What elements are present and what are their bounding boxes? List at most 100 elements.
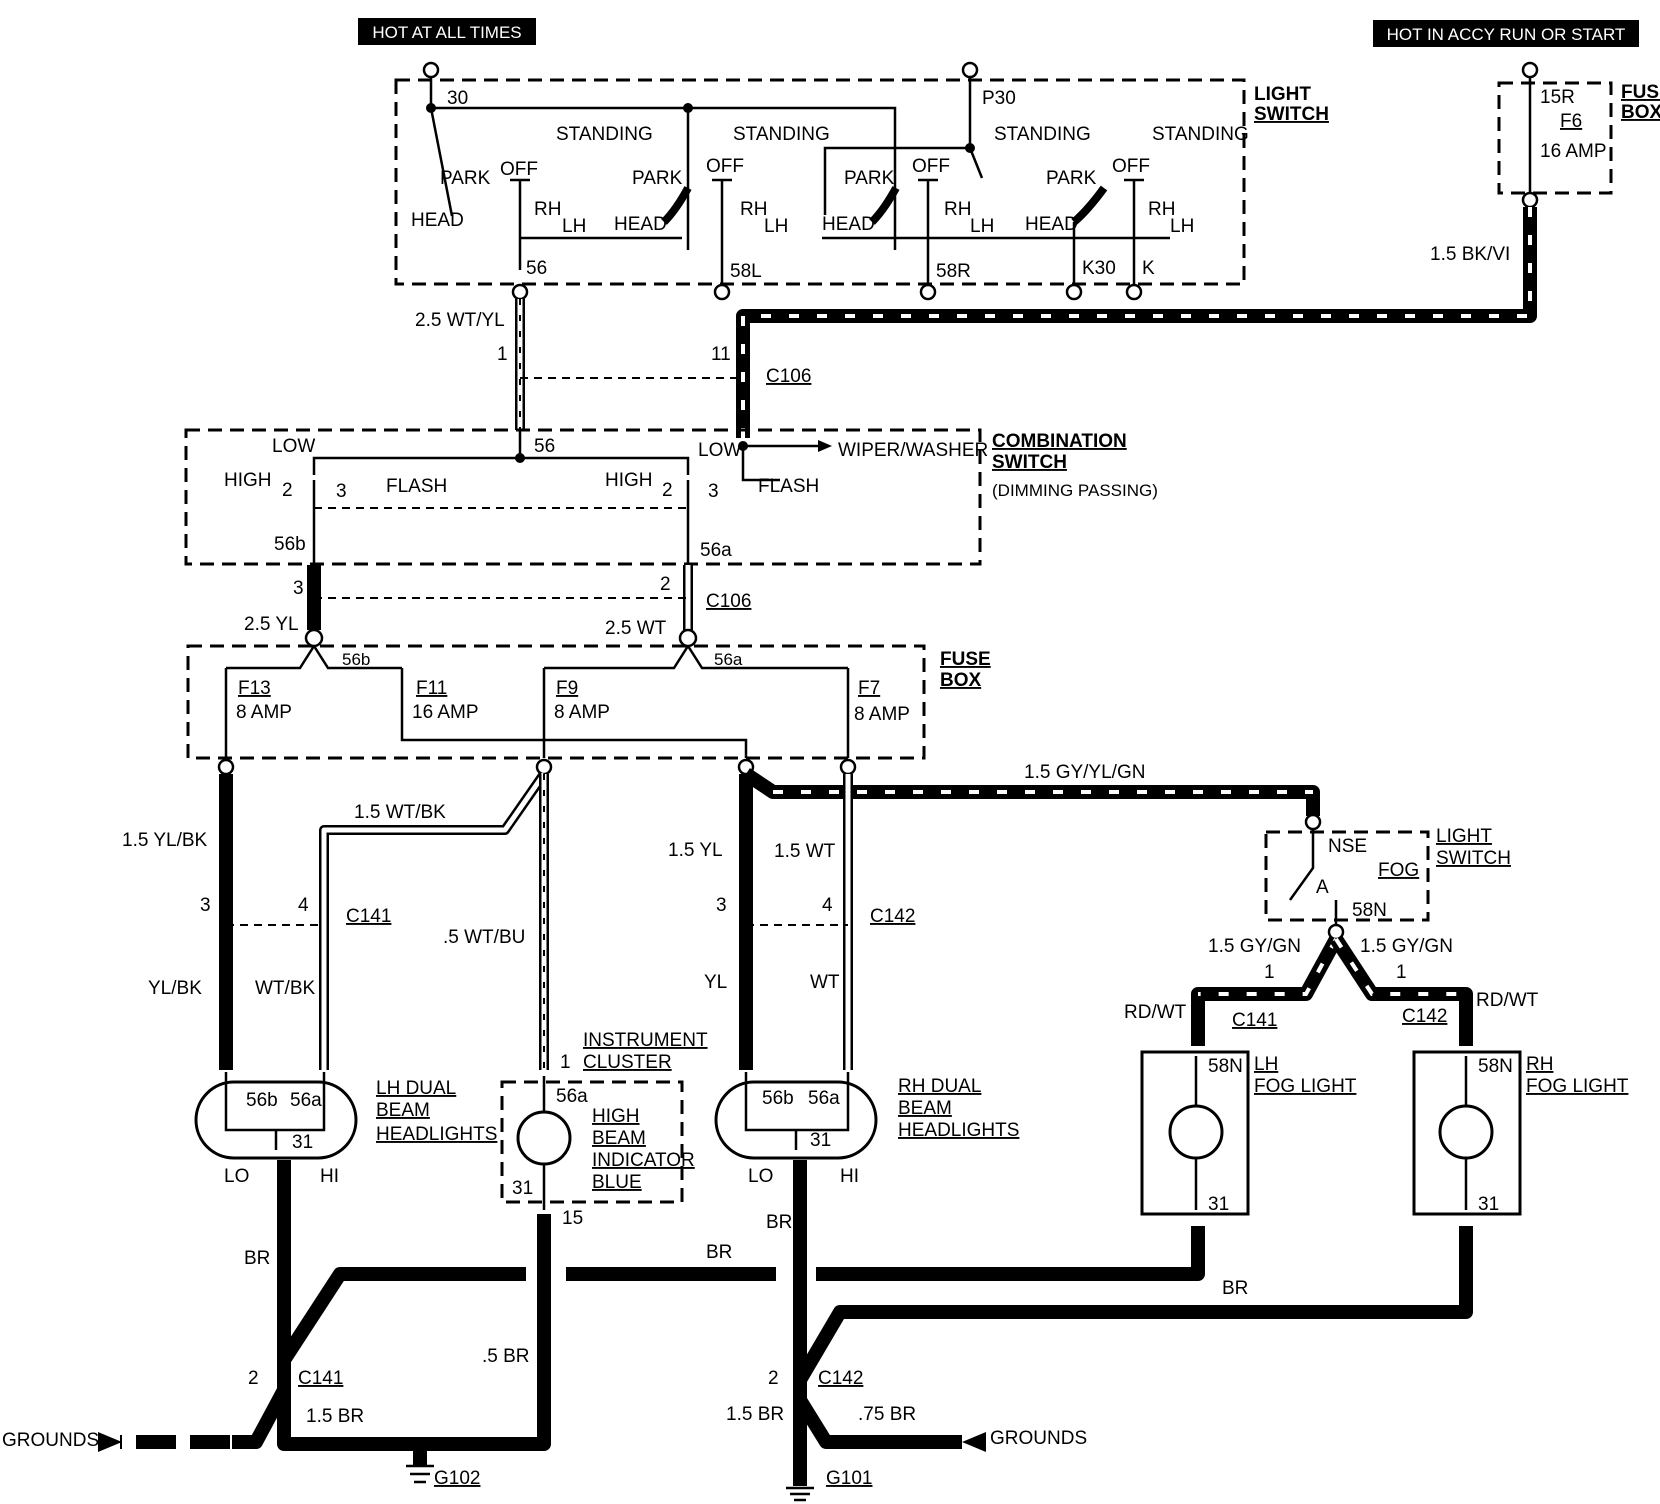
svg-text:2.5 WT/YL: 2.5 WT/YL — [415, 310, 505, 331]
svg-text:OFF: OFF — [1112, 156, 1150, 177]
svg-text:4: 4 — [298, 895, 309, 916]
svg-text:1: 1 — [497, 344, 508, 365]
svg-text:RD/WT: RD/WT — [1476, 990, 1539, 1011]
svg-text:F13: F13 — [238, 678, 271, 699]
svg-text:PARK: PARK — [844, 168, 895, 189]
banner-hot-at-all-times: HOT AT ALL TIMES — [358, 18, 536, 45]
svg-text:HOT IN ACCY RUN OR START: HOT IN ACCY RUN OR START — [1387, 25, 1626, 44]
svg-text:LH: LH — [970, 216, 994, 237]
svg-text:GROUNDS: GROUNDS — [990, 1428, 1087, 1449]
svg-text:HEAD: HEAD — [614, 214, 667, 235]
svg-text:1.5 YL: 1.5 YL — [668, 840, 723, 861]
svg-text:RH: RH — [944, 199, 971, 220]
svg-text:.5 BR: .5 BR — [482, 1346, 530, 1367]
svg-text:(DIMMING PASSING): (DIMMING PASSING) — [992, 481, 1158, 500]
svg-text:F11: F11 — [416, 678, 447, 699]
svg-text:K: K — [1142, 258, 1155, 279]
svg-text:WT/BK: WT/BK — [255, 978, 315, 999]
lh-headlight-housing — [194, 1080, 358, 1160]
instrument-cluster-title: INSTRUMENT CLUSTER — [583, 1030, 708, 1073]
svg-text:LH: LH — [1170, 216, 1194, 237]
svg-text:BR: BR — [244, 1248, 270, 1269]
svg-text:C141: C141 — [1232, 1010, 1277, 1031]
svg-text:FOG LIGHT: FOG LIGHT — [1254, 1076, 1357, 1097]
svg-text:11: 11 — [711, 344, 731, 365]
svg-text:56b: 56b — [274, 534, 306, 555]
svg-text:G101: G101 — [826, 1468, 872, 1489]
svg-text:FUSE: FUSE — [1621, 82, 1660, 103]
svg-text:2: 2 — [282, 480, 293, 501]
svg-text:56a: 56a — [290, 1090, 322, 1111]
svg-text:BR: BR — [1222, 1278, 1248, 1299]
svg-text:RH DUAL: RH DUAL — [898, 1076, 981, 1097]
svg-text:OFF: OFF — [912, 156, 950, 177]
svg-text:58R: 58R — [936, 261, 971, 282]
svg-text:LH DUAL: LH DUAL — [376, 1078, 456, 1099]
svg-text:31: 31 — [512, 1178, 533, 1199]
svg-text:HIGH: HIGH — [605, 470, 653, 491]
svg-text:HEAD: HEAD — [1025, 214, 1078, 235]
svg-text:58N: 58N — [1478, 1056, 1513, 1077]
svg-text:58L: 58L — [730, 261, 762, 282]
fuse-box-top-title: FUSE BOX — [1621, 82, 1660, 123]
fuse-box-middle — [186, 644, 926, 760]
svg-text:1.5 WT: 1.5 WT — [774, 841, 836, 862]
svg-text:STANDING: STANDING — [1152, 124, 1249, 145]
svg-text:2: 2 — [662, 480, 673, 501]
svg-text:1.5 GY/GN: 1.5 GY/GN — [1360, 936, 1453, 957]
switch-section-2: HEAD PARK OFF STANDING RH LH — [614, 124, 830, 285]
svg-text:PARK: PARK — [1046, 168, 1097, 189]
svg-text:RH: RH — [534, 199, 561, 220]
svg-text:HIGH: HIGH — [224, 470, 272, 491]
svg-text:8 AMP: 8 AMP — [554, 702, 610, 723]
svg-text:C141: C141 — [298, 1368, 343, 1389]
svg-text:INDICATOR: INDICATOR — [592, 1150, 695, 1171]
svg-text:C106: C106 — [706, 591, 751, 612]
rh-headlight-housing — [714, 1080, 878, 1160]
svg-text:WIPER/WASHER: WIPER/WASHER — [838, 440, 988, 461]
svg-text:2: 2 — [248, 1368, 259, 1389]
svg-text:FOG LIGHT: FOG LIGHT — [1526, 1076, 1629, 1097]
svg-text:RH: RH — [1526, 1054, 1553, 1075]
svg-text:C142: C142 — [870, 906, 915, 927]
svg-text:LIGHT: LIGHT — [1254, 84, 1311, 105]
svg-text:LO: LO — [224, 1166, 249, 1187]
svg-text:1: 1 — [1396, 962, 1407, 983]
svg-text:A: A — [1316, 877, 1329, 898]
svg-text:56b: 56b — [342, 650, 370, 669]
svg-text:BR: BR — [766, 1212, 792, 1233]
fuse-f9: F98 AMP — [554, 678, 610, 723]
svg-text:56a: 56a — [808, 1088, 840, 1109]
svg-text:56b: 56b — [762, 1088, 794, 1109]
svg-text:58N: 58N — [1208, 1056, 1243, 1077]
svg-text:3: 3 — [200, 895, 211, 916]
svg-text:OFF: OFF — [500, 159, 538, 180]
svg-text:3: 3 — [293, 578, 304, 599]
fog-light-switch-title: LIGHT SWITCH — [1436, 826, 1511, 869]
svg-text:G102: G102 — [434, 1468, 480, 1489]
svg-text:16 AMP: 16 AMP — [1540, 141, 1607, 162]
combination-switch-box — [184, 428, 982, 566]
svg-text:C106: C106 — [766, 366, 811, 387]
svg-text:3: 3 — [336, 481, 347, 502]
svg-text:C142: C142 — [818, 1368, 863, 1389]
svg-text:31: 31 — [1478, 1194, 1499, 1215]
svg-text:2: 2 — [660, 574, 671, 595]
banner-hot-in-accy: HOT IN ACCY RUN OR START — [1373, 20, 1639, 47]
svg-text:2.5 WT: 2.5 WT — [605, 618, 667, 639]
high-beam-indicator-label: HIGH BEAM INDICATOR BLUE — [592, 1106, 695, 1193]
svg-text:15: 15 — [562, 1208, 583, 1229]
svg-text:2: 2 — [768, 1368, 779, 1389]
svg-text:BOX: BOX — [940, 670, 982, 691]
svg-text:C141: C141 — [346, 906, 391, 927]
svg-text:8 AMP: 8 AMP — [854, 704, 910, 725]
svg-text:K30: K30 — [1082, 258, 1116, 279]
svg-text:HOT AT ALL TIMES: HOT AT ALL TIMES — [372, 23, 521, 42]
rh-headlights-label: RH DUAL BEAM HEADLIGHTS — [898, 1076, 1019, 1141]
svg-text:3: 3 — [716, 895, 727, 916]
svg-text:1.5 BR: 1.5 BR — [306, 1406, 364, 1427]
terminal-p30 — [961, 61, 979, 79]
terminal-30 — [422, 61, 440, 79]
svg-text:1.5 BR: 1.5 BR — [726, 1404, 784, 1425]
